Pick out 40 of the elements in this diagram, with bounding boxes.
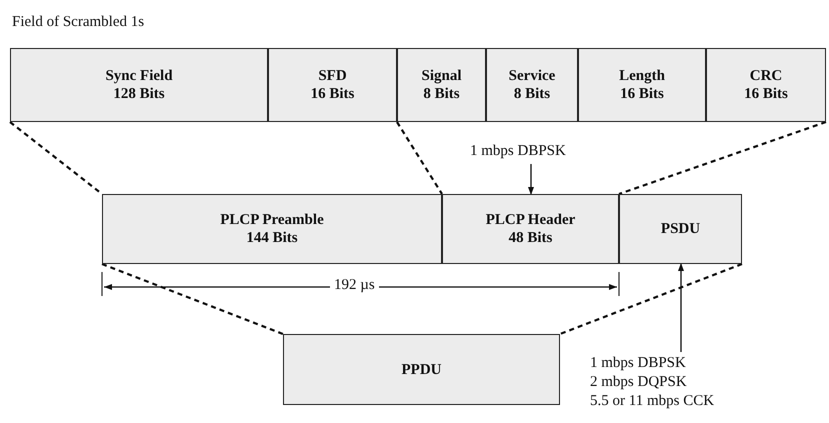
- modulation-note: 1 mbps DBPSK: [590, 354, 687, 373]
- expansion-line: [560, 262, 742, 336]
- field-label: PLCP Header: [486, 211, 576, 229]
- field-label: CRC: [750, 67, 782, 85]
- field-label: PPDU: [402, 360, 442, 378]
- field-box: [442, 194, 619, 264]
- field-label: SFD: [318, 67, 347, 85]
- expansion-line: [396, 121, 443, 195]
- field-label: 8 Bits: [514, 85, 550, 103]
- field-label: 8 Bits: [423, 85, 460, 103]
- field-label: PLCP Preamble: [220, 211, 324, 229]
- arrow: [678, 263, 684, 352]
- arrow: [528, 164, 534, 195]
- field-label: 16 Bits: [620, 85, 664, 103]
- field-label: Sync Field: [105, 67, 173, 85]
- dimension-label: 192 µs: [330, 277, 379, 294]
- expansion-line: [102, 262, 284, 336]
- field-label: Service: [508, 67, 556, 85]
- field-box: [10, 48, 268, 122]
- field-label: 128 Bits: [113, 85, 165, 103]
- field-box: [486, 48, 578, 122]
- field-box: [268, 48, 397, 122]
- modulation-note: 2 mbps DQPSK: [590, 372, 688, 392]
- expansion-line: [618, 120, 826, 196]
- field-label: PSDU: [660, 220, 700, 238]
- field-label: Signal: [421, 67, 462, 85]
- field-box: [397, 48, 486, 122]
- field-box: [102, 194, 442, 264]
- modulation-note: 1 mbps DBPSK: [470, 142, 567, 161]
- field-label: 16 Bits: [310, 85, 354, 103]
- field-label: 48 Bits: [508, 229, 552, 247]
- field-label: 144 Bits: [246, 229, 298, 247]
- field-box: [619, 194, 742, 264]
- diagram-title: Field of Scrambled 1s: [11, 14, 146, 31]
- field-box: [706, 48, 826, 122]
- field-label: 16 Bits: [744, 85, 788, 103]
- frame-box: [283, 334, 560, 405]
- field-box: [578, 48, 706, 122]
- modulation-note: 5.5 or 11 mbps CCK: [590, 392, 716, 410]
- field-label: Length: [619, 67, 665, 85]
